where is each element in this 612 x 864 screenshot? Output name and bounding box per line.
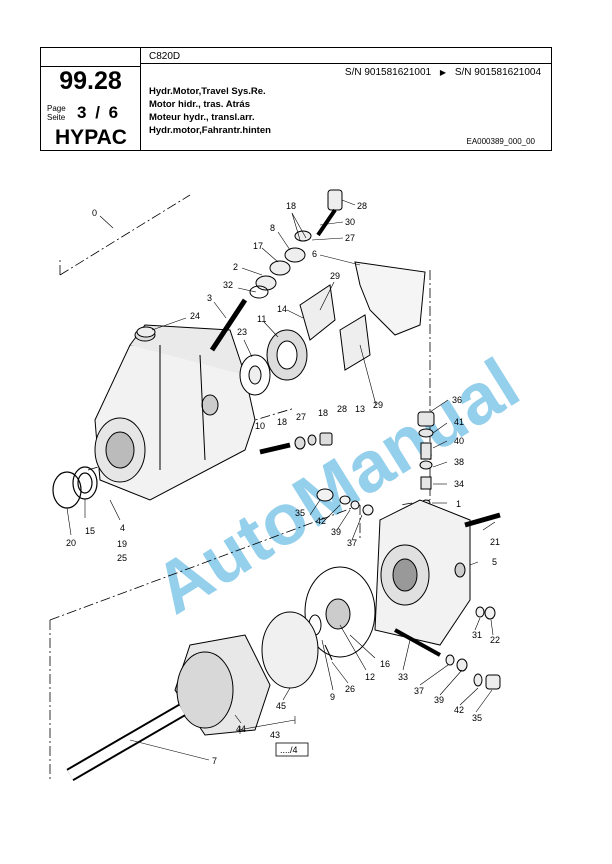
callout: 35 [472,713,482,723]
model-name: C820D [149,51,181,62]
page-current: 3 [77,103,87,122]
header-block: C820D S/N 901581621001 ▶ S/N 90158162100… [40,47,552,151]
callout: 12 [365,672,375,682]
callout: 39 [434,695,444,705]
callout-numbers: 0 28 18 30 8 27 17 6 2 29 32 3 14 24 23 … [66,201,500,766]
callout: 27 [345,233,355,243]
motor-housing [94,324,256,501]
arrow-icon: ▶ [439,68,447,77]
callout: 28 [357,201,367,211]
page-label-en: Seite [47,113,66,122]
callout: 11 [257,314,266,324]
callout: 27 [296,412,306,422]
callout: 38 [454,457,464,467]
callout: 33 [398,672,408,682]
callout: 28 [337,404,347,414]
callout: 1 [456,499,461,509]
callout: 40 [454,436,464,446]
header-divider [140,63,552,64]
part-titles: Hydr.Motor,Travel Sys.Re. Motor hidr., t… [149,85,271,137]
callout: 23 [237,327,247,337]
callout: 19 [117,539,127,549]
callout: 30 [345,217,355,227]
callout: 29 [330,271,340,281]
callout: 42 [316,516,326,526]
callout: 26 [345,684,355,694]
callout: 18 [286,201,296,211]
control-pin [259,432,333,455]
seal-rings [52,466,98,509]
callout: 8 [270,223,275,233]
callout: 25 [117,553,127,563]
callout: 4 [120,523,125,533]
callout: 37 [414,686,424,696]
callout: 0 [92,208,97,218]
title-fr: Moteur hydr., transl.arr. [149,112,255,123]
callout: 20 [66,538,76,548]
callout: 10 [255,421,265,431]
callout: 29 [373,400,383,410]
page-number: 3 / 6 [77,103,118,123]
callout: 18 [318,408,328,418]
callout: 43 [270,730,280,740]
valve-components [136,189,426,396]
serial-to: S/N 901581621004 [454,67,541,78]
callout: 24 [190,311,200,321]
page-label: Page Seite [47,104,66,122]
document-id: EA000389_000_00 [466,137,535,146]
callout: 7 [212,756,217,766]
title-de: Hydr.motor,Fahrantr.hinten [149,125,271,136]
title-es: Motor hidr., tras. Atrás [149,99,250,110]
callout: 22 [490,635,500,645]
callout: 32 [223,280,233,290]
callout: 34 [454,479,464,489]
rotating-group [66,566,501,782]
group-number: 99.28 [59,67,122,95]
page-separator: / [95,103,100,122]
callout: 14 [277,304,287,314]
callout: 31 [472,630,482,640]
reference-box [275,742,309,757]
serial-range: S/N 901581621001 ▶ S/N 901581621004 [345,67,541,78]
port-plate [316,488,501,646]
callout: 37 [347,538,357,548]
title-en: Hydr.Motor,Travel Sys.Re. [149,86,266,97]
reference-label: ..../4 [280,745,298,755]
page-total: 6 [108,103,119,122]
callout: 39 [331,527,341,537]
callout: 13 [355,404,365,414]
callout: 15 [85,526,95,536]
page-label-de: Page [47,104,66,113]
callout: 9 [330,692,335,702]
callout: 6 [312,249,317,259]
callout: 36 [452,395,462,405]
callout: 5 [492,557,497,567]
callout: 41 [454,417,464,427]
leader-lines [66,199,496,761]
header-divider [41,66,140,67]
header-divider [140,48,141,151]
callout: 17 [253,241,263,251]
callout: 21 [490,537,500,547]
serial-from: S/N 901581621001 [344,67,432,78]
callout: 3 [207,293,212,303]
callout: 45 [276,701,286,711]
callout: 35 [295,508,305,518]
brand-logo: HYPAC [55,126,127,149]
callout: 2 [233,262,238,272]
callout: 44 [236,724,246,734]
callout: 16 [380,659,390,669]
callout: 18 [277,417,287,427]
callout: 42 [454,705,464,715]
